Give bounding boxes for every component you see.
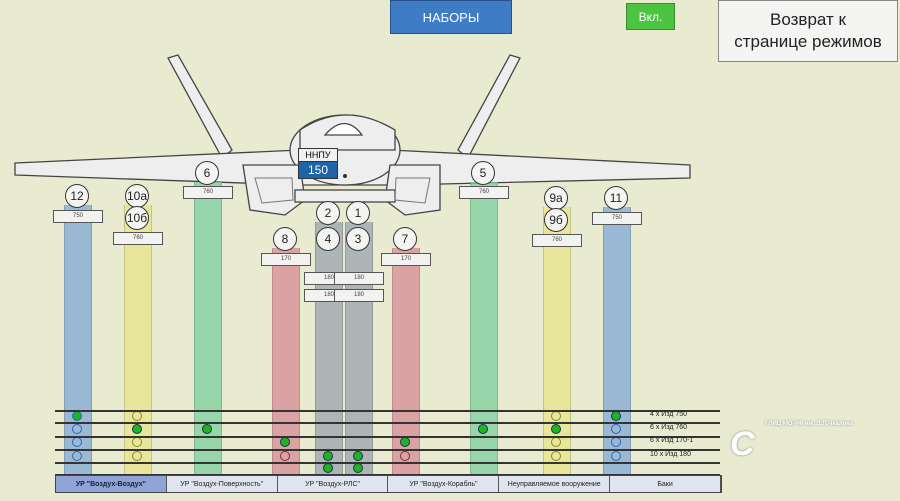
loadout-indicator[interactable] xyxy=(551,411,561,421)
loadout-indicator[interactable] xyxy=(611,424,621,434)
pylon-column-10 xyxy=(124,205,152,475)
station-10-marker[interactable]: 10б xyxy=(125,206,149,230)
loadout-indicator[interactable] xyxy=(132,437,142,447)
station-12-weapon-label: 750 xyxy=(53,210,103,223)
pylon-column-6 xyxy=(194,182,222,475)
grid-line xyxy=(55,474,720,476)
loadout-indicator[interactable] xyxy=(72,437,82,447)
loadout-indicator[interactable] xyxy=(72,411,82,421)
loadout-indicator[interactable] xyxy=(132,424,142,434)
station-6-marker[interactable]: 6 xyxy=(195,161,219,185)
loadout-indicator[interactable] xyxy=(323,451,333,461)
tab-5[interactable]: Баки xyxy=(610,476,721,492)
station-5-marker[interactable]: 5 xyxy=(471,161,495,185)
loadout-indicator[interactable] xyxy=(611,411,621,421)
station-12-marker[interactable]: 12 xyxy=(65,184,89,208)
station-7-marker[interactable]: 7 xyxy=(393,227,417,251)
nnpu-label: ННПУ xyxy=(298,148,338,162)
grid-line xyxy=(55,436,720,438)
grid-line xyxy=(55,449,720,451)
loadout-indicator[interactable] xyxy=(280,451,290,461)
loadout-indicator[interactable] xyxy=(400,451,410,461)
grid-line xyxy=(55,422,720,424)
load-option-label: 4 x Изд 750 xyxy=(650,411,688,418)
loadout-indicator[interactable] xyxy=(132,411,142,421)
loadout-indicator[interactable] xyxy=(611,437,621,447)
station-7-weapon-label: 170 xyxy=(381,253,431,266)
tab-3[interactable]: УР "Воздух-Корабль" xyxy=(388,476,500,492)
pylon-column-11 xyxy=(603,207,631,475)
pylon-column-1 xyxy=(345,222,373,475)
station-11-marker[interactable]: 11 xyxy=(604,186,628,210)
loadout-indicator[interactable] xyxy=(551,424,561,434)
load-option-label: 10 x Изд 180 xyxy=(650,451,691,458)
station-1-weapon-label: 180 xyxy=(334,289,384,302)
loadout-indicator[interactable] xyxy=(551,451,561,461)
sets-button[interactable]: НАБОРЫ xyxy=(390,0,512,34)
weapon-tabs: УР "Воздух-Воздух"УР "Воздух-Поверхность… xyxy=(55,475,722,493)
station-5-weapon-label: 760 xyxy=(459,186,509,199)
station-1-marker[interactable]: 1 xyxy=(346,201,370,225)
loadout-indicator[interactable] xyxy=(611,451,621,461)
loadout-indicator[interactable] xyxy=(72,424,82,434)
loadout-indicator[interactable] xyxy=(478,424,488,434)
grid-line xyxy=(55,462,720,464)
loadout-indicator[interactable] xyxy=(323,463,333,473)
pylon-column-2 xyxy=(315,222,343,475)
pylon-column-9 xyxy=(543,207,571,475)
tab-1[interactable]: УР "Воздух-Поверхность" xyxy=(166,476,278,492)
station-2-marker[interactable]: 4 xyxy=(316,227,340,251)
load-option-label: 6 x Изд 760 xyxy=(650,424,688,431)
back-to-modes-button[interactable]: Возврат к странице режимов xyxy=(718,0,898,62)
station-10-weapon-label: 760 xyxy=(113,232,163,245)
grid-line xyxy=(55,410,720,412)
loadout-indicator[interactable] xyxy=(353,451,363,461)
station-9-marker[interactable]: 9а xyxy=(544,186,568,210)
station-1-weapon-label: 180 xyxy=(334,272,384,285)
station-9-marker[interactable]: 9б xyxy=(544,208,568,232)
loadout-indicator[interactable] xyxy=(551,437,561,447)
loadout-indicator[interactable] xyxy=(72,451,82,461)
station-8-weapon-label: 170 xyxy=(261,253,311,266)
logo-caption: ГЛИЦ МО РФ им. В.П.Чкалова xyxy=(765,421,854,427)
station-10-marker[interactable]: 10а xyxy=(125,184,149,208)
loadout-indicator[interactable] xyxy=(353,463,363,473)
nnpu-value: 150 xyxy=(298,161,338,179)
station-8-marker[interactable]: 8 xyxy=(273,227,297,251)
station-11-weapon-label: 750 xyxy=(592,212,642,225)
on-button[interactable]: Вкл. xyxy=(626,3,675,30)
station-1-marker[interactable]: 3 xyxy=(346,227,370,251)
station-9-weapon-label: 760 xyxy=(532,234,582,247)
load-option-label: 6 x Изд 170-1 xyxy=(650,437,694,444)
tab-2[interactable]: УР "Воздух-РЛС" xyxy=(277,476,389,492)
tab-0[interactable]: УР "Воздух-Воздух" xyxy=(56,476,167,492)
loadout-indicator[interactable] xyxy=(202,424,212,434)
station-6-weapon-label: 760 xyxy=(183,186,233,199)
station-2-marker[interactable]: 2 xyxy=(316,201,340,225)
tab-4[interactable]: Неуправляемое вооружение xyxy=(499,476,611,492)
loadout-indicator[interactable] xyxy=(132,451,142,461)
back-label: Возврат к странице режимов xyxy=(734,10,882,51)
pylon-column-12 xyxy=(64,205,92,475)
loadout-indicator[interactable] xyxy=(280,437,290,447)
loadout-indicator[interactable] xyxy=(400,437,410,447)
